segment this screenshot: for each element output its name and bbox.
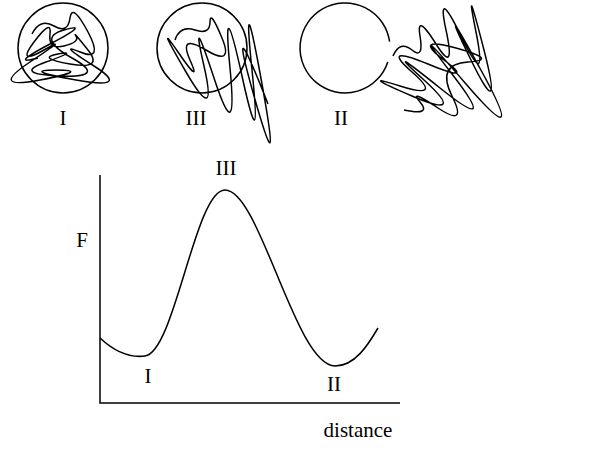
curve-label: II — [327, 374, 341, 395]
axes — [100, 175, 400, 403]
state-label: II — [334, 108, 348, 129]
curve-label: I — [145, 366, 152, 387]
state-label: III — [186, 108, 207, 129]
state-label: I — [60, 108, 67, 129]
polymer-chain — [381, 6, 502, 117]
polymer-chain — [11, 12, 109, 83]
curve-label: III — [216, 158, 237, 179]
axis-label: F — [76, 230, 88, 251]
open-sphere — [300, 3, 390, 93]
polymer-chain — [168, 18, 271, 143]
free-energy-curve — [100, 190, 378, 366]
axis-label: distance — [324, 420, 393, 441]
